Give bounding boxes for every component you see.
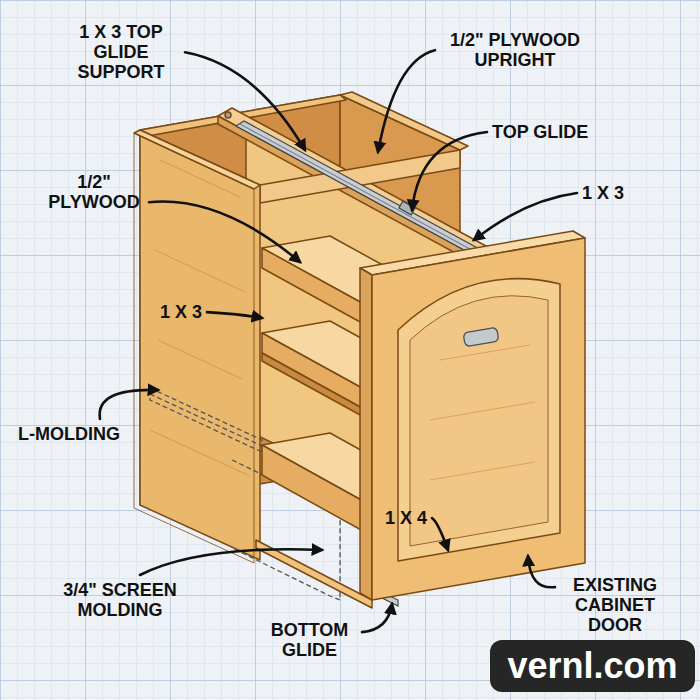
shelf-bottom-edge xyxy=(262,353,362,416)
part-label: 1/2" PLYWOOD UPRIGHT xyxy=(440,30,590,70)
screw xyxy=(225,112,231,118)
panel-outline xyxy=(134,133,254,563)
part-label: 1/2" PLYWOOD xyxy=(44,172,144,212)
door-pull xyxy=(463,327,499,347)
part-label: 1 X 3 xyxy=(160,302,202,322)
shelf-rail xyxy=(262,248,362,323)
glide-groove xyxy=(240,124,492,261)
left-panel-edge xyxy=(134,130,260,189)
part-label: BOTTOM GLIDE xyxy=(262,620,357,660)
right-panel-edge xyxy=(340,92,468,150)
cabinet-door xyxy=(372,238,585,600)
leader-line xyxy=(474,193,577,240)
watermark-badge: vernl.com xyxy=(490,640,695,692)
shelf-rail-1x4 xyxy=(262,445,372,536)
part-label: 1 X 3 TOP GLIDE SUPPORT xyxy=(62,22,180,82)
leader-line xyxy=(412,132,487,210)
leader-line xyxy=(149,202,300,262)
leader-line xyxy=(378,50,435,152)
part-label: EXISTING CABINET DOOR xyxy=(560,575,670,635)
panel-bevel xyxy=(410,296,548,546)
leader-line xyxy=(362,604,392,632)
part-label: 1 X 3 xyxy=(582,183,624,203)
wood-grain xyxy=(430,345,535,480)
leader-line xyxy=(185,52,305,150)
leader-line xyxy=(140,549,322,575)
door-pull xyxy=(463,327,499,347)
leader-line xyxy=(432,518,448,550)
part-label: L-MOLDING xyxy=(18,424,120,444)
leader-line xyxy=(528,556,555,587)
door-side-edge xyxy=(360,268,372,600)
shelf-rail xyxy=(262,333,362,408)
l-molding xyxy=(150,388,262,452)
part-label: TOP GLIDE xyxy=(492,122,588,142)
left-side-panel xyxy=(140,130,260,560)
part-label: 3/4" SCREEN MOLDING xyxy=(45,580,195,620)
leader-line xyxy=(207,312,262,318)
watermark-text: vernl.com xyxy=(507,645,677,687)
part-label: 1 X 4 xyxy=(385,508,427,528)
front-rail xyxy=(260,150,460,203)
leader-line xyxy=(100,390,158,419)
